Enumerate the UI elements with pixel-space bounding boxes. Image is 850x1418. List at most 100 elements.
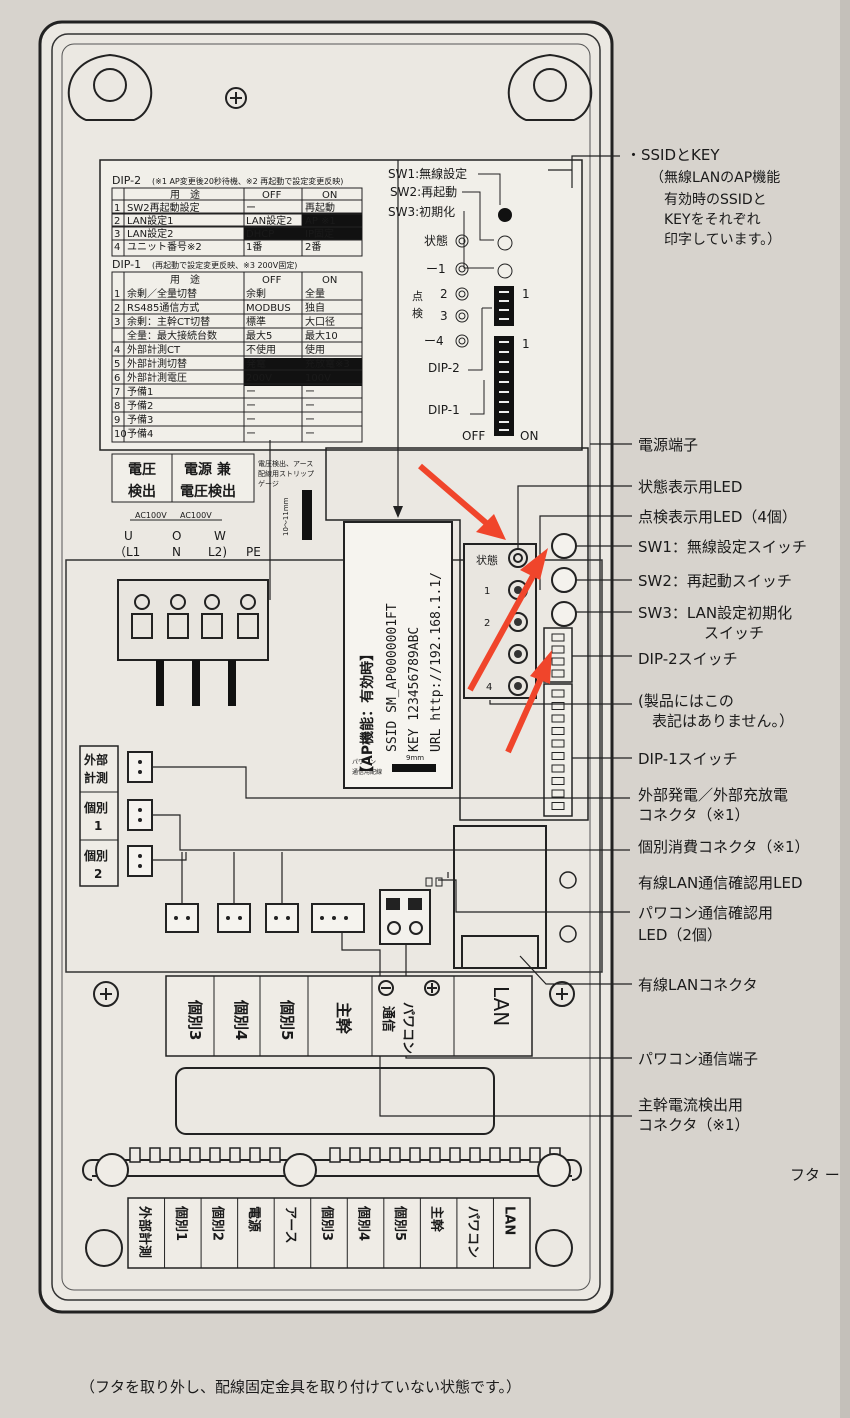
switch-panel-diagram: SW1:無線設定 SW2:再起動 SW3:初期化 状態 ー1 2 3 ー4 点 … [388,166,538,443]
svg-text:9mm: 9mm [406,754,424,762]
svg-text:有効時のSSIDと: 有効時のSSIDと [664,192,767,208]
mount-keyhole-right [507,53,593,121]
svg-text:個別5: 個別5 [278,999,296,1040]
strip-label: 個別1 [173,1205,189,1241]
check-led-4 [508,676,528,696]
table-row-name: RS485通信方式 [127,301,199,314]
svg-text:（無線LANのAP機能: （無線LANのAP機能 [650,170,780,186]
table-row-on: ー [305,415,315,426]
svg-text:通信: 通信 [380,1006,396,1032]
table-header: 用 途 [170,188,200,201]
ap-label-key: KEY 123456789ABC [407,627,422,752]
svg-text:2: 2 [484,618,490,629]
svg-text:パワコン: パワコン [352,759,376,766]
svg-text:配線用ストリップ: 配線用ストリップ [258,469,314,478]
panel-sw3-label: SW3:初期化 [388,205,455,219]
table-row-number: 10 [114,429,127,440]
blank-slot [175,1067,495,1135]
sw2-button[interactable] [551,567,577,593]
table-row-number: 2 [114,216,120,227]
strip-label: 外部計測 [136,1205,152,1258]
table-row-name: 全量：最大接続台数 [127,329,217,342]
table-row-off: 200V [246,373,272,384]
svg-text:L2): L2) [208,545,227,559]
footer-caption: （フタを取り外し、配線固定金具を取り付けていない状態です。） [80,1378,521,1396]
table-row-name: ユニット番号※2 [127,241,202,253]
callout-power-terminal: 電源端子 [638,436,698,454]
strip-label: LAN [502,1206,517,1235]
table-row-number: 1 [114,203,120,214]
svg-text:電圧検出、アース: 電圧検出、アース [258,459,313,468]
dip2-note: (※1 AP変更後20秒待機、※2 再起動で設定変更反映) [152,176,343,186]
table-row-number: 3 [114,229,120,240]
table-row-on: 使用 [305,343,325,356]
svg-text:通信用配線: 通信用配線 [352,768,382,776]
svg-text:パワコン: パワコン [400,1002,415,1054]
svg-text:検: 検 [412,306,423,320]
callout-sw2: SW2：再起動スイッチ [638,572,792,590]
sw1-button[interactable] [551,533,577,559]
table-row-off: ー [246,429,256,440]
screw-top [225,87,247,109]
table-row-name: 外部計測電圧 [127,371,187,384]
svg-text:LAN: LAN [489,986,513,1026]
callout-sw1: SW1：無線設定スイッチ [638,538,807,556]
callout-dip1: DIP-1スイッチ [638,750,738,768]
table-row-number: 6 [114,373,120,384]
callout-lan-connector: 有線LANコネクタ [638,976,758,994]
table-row-on: IP固定 [305,227,334,240]
panel-sw2-dot [497,235,513,251]
table-row-number: 4 [114,345,120,356]
table-row-name: 予備2 [127,399,153,412]
strip-label: 個別5 [392,1205,408,1241]
lan-connector [425,825,547,969]
svg-text:表記はありません。）: 表記はありません。） [652,712,794,730]
check-led-3 [508,644,528,664]
table-row-off: ー [246,401,256,412]
individual-5-connector [265,903,299,933]
table-row-on: 再起動 [305,201,335,214]
table-row-on: 充放電※3 [305,357,350,370]
svg-text:W: W [214,529,226,543]
table-row-name: 余剰／全量切替 [127,287,197,300]
table-header: ON [322,190,337,201]
individual-1-connector [127,799,153,831]
table-row-name: 予備3 [127,413,153,426]
svg-text:ー4: ー4 [424,334,444,348]
svg-text:10〜11mm: 10〜11mm [282,497,290,536]
svg-text:2: 2 [440,287,448,301]
svg-text:状態: 状態 [476,553,498,567]
svg-text:印字しています。）: 印字しています。） [664,232,781,248]
svg-text:1: 1 [522,287,530,301]
table-row-on: 100V [305,373,331,384]
svg-text:1: 1 [484,586,490,597]
mount-keyhole-left [67,53,153,121]
table-row-name: 予備1 [127,385,153,398]
ext-connector [127,751,153,783]
callout-pcs-led: パワコン通信確認用 [638,904,773,922]
table-row-name: 外部計測CT [127,343,181,356]
svg-text:1: 1 [522,337,530,351]
svg-text:3: 3 [440,309,448,323]
strip-label: 電源 [246,1206,262,1232]
svg-text:ゲージ: ゲージ [258,479,279,488]
svg-text:コネクタ（※1）: コネクタ（※1） [638,1116,750,1134]
table-row-off: 余剰 [246,287,266,300]
table-header: ON [322,275,337,286]
svg-text:1: 1 [94,819,102,833]
table-row-on: 2番 [305,241,321,253]
svg-text:U: U [124,529,133,543]
table-row-off: ー [246,387,256,398]
table-header: OFF [262,275,282,286]
dip1-switch[interactable] [543,683,573,817]
svg-text:電圧検出: 電圧検出 [180,483,236,500]
table-row-on: AP ※1 [305,216,336,227]
sw3-button[interactable] [551,601,577,627]
callout-futa: フタ ー [790,1166,840,1184]
callout-note: (製品にはこの [638,692,734,710]
strip-label: 個別3 [319,1205,335,1241]
